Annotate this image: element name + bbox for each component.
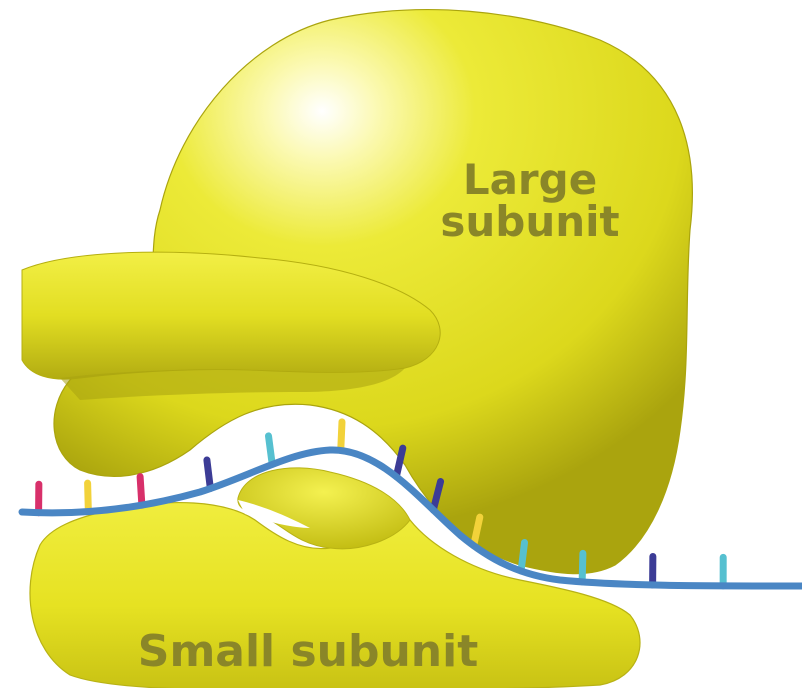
- large-subunit-label-line2: subunit: [440, 197, 619, 246]
- mrna-base-2: [88, 483, 89, 512]
- mrna-base-11: [582, 553, 583, 582]
- mrna-base-3: [140, 477, 142, 506]
- small-subunit-label: Small subunit: [138, 626, 478, 677]
- mrna-base-4: [207, 460, 210, 489]
- mrna-base-10: [521, 543, 524, 572]
- mrna-base-6: [341, 422, 342, 451]
- mrna-base-5: [268, 436, 272, 465]
